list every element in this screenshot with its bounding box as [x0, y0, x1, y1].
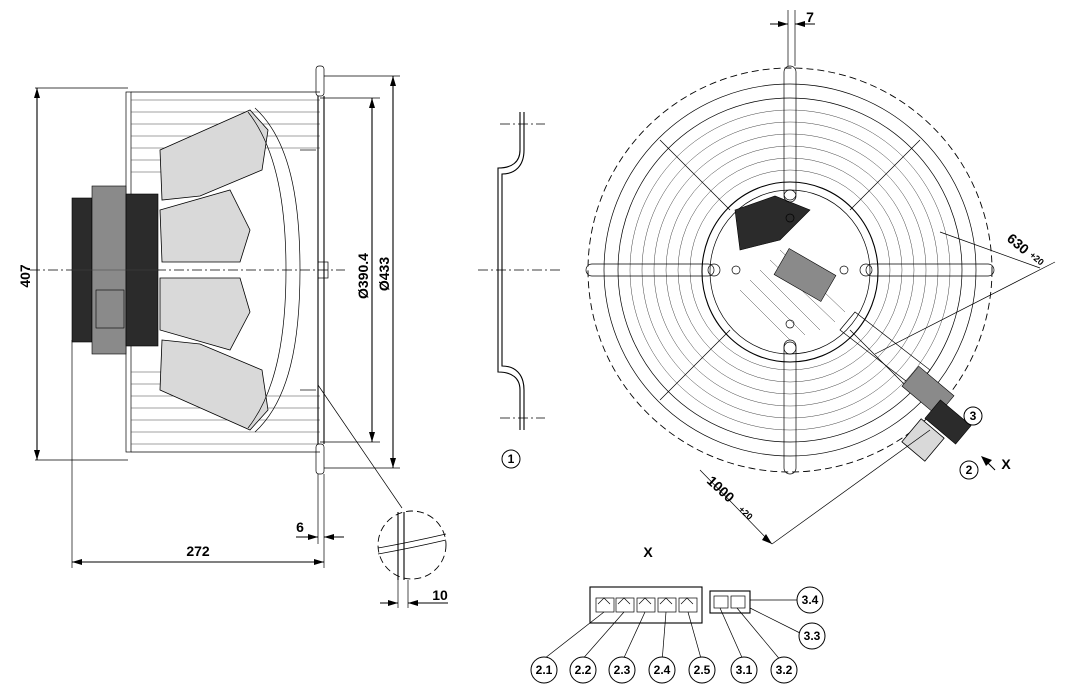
pin-3-2: [770, 656, 798, 684]
pin-3-4: [796, 586, 824, 614]
svg-text:3: 3: [970, 409, 977, 423]
impeller: [159, 107, 316, 433]
dim-cable-630: 630 +20: [874, 230, 1056, 355]
dim-7-label: 7: [806, 9, 814, 25]
dim-10-label: 10: [432, 587, 448, 603]
front-view: 7 630 +20 1000 +20 3 2 X: [585, 9, 1056, 545]
pin-2-5: [688, 656, 716, 684]
detail-view: 10: [377, 510, 448, 608]
dim-390-label: Ø390.4: [355, 253, 371, 299]
svg-text:3.2: 3.2: [776, 663, 793, 677]
svg-text:1: 1: [508, 452, 515, 466]
dim-433-label: Ø433: [376, 257, 392, 291]
dim-407-label: 407: [17, 264, 33, 288]
svg-text:2.5: 2.5: [694, 663, 711, 677]
svg-text:3.3: 3.3: [804, 629, 821, 643]
callout-3: [963, 406, 983, 426]
motor-hub: [701, 181, 879, 363]
svg-text:2: 2: [966, 463, 973, 477]
svg-text:3.1: 3.1: [736, 663, 753, 677]
dim-length-272: 272: [71, 340, 325, 568]
dim-272-label: 272: [186, 543, 210, 559]
mounting-flange: [315, 65, 329, 475]
view-x-title: X: [643, 544, 653, 560]
dim-6-label: 6: [296, 519, 304, 535]
svg-text:2.3: 2.3: [614, 663, 631, 677]
dim-gap-6: 6: [296, 474, 344, 544]
svg-text:2.2: 2.2: [575, 663, 592, 677]
svg-text:2.1: 2.1: [536, 663, 553, 677]
pin-2-3: [608, 656, 636, 684]
pin-3-3: [798, 622, 826, 650]
pin-2-4: [648, 656, 676, 684]
pin-3-1: [730, 656, 758, 684]
dim-diameters: Ø390.4 Ø433: [320, 75, 400, 469]
dim-1000-label: 1000: [704, 472, 738, 505]
dim-cable-1000: 1000 +20: [699, 429, 931, 545]
connector-2pin: [709, 590, 751, 614]
view-x-arrow-label: X: [1001, 456, 1011, 472]
dim-630-label: 630: [1004, 230, 1032, 257]
cable-assembly: [839, 311, 972, 462]
dim-1000-tol: +20: [737, 504, 755, 522]
flange-profile: 1: [478, 112, 560, 469]
pin-2-2: [569, 656, 597, 684]
callout-2: [959, 460, 979, 480]
svg-text:2.4: 2.4: [654, 663, 671, 677]
connector-5pin: [589, 586, 703, 624]
pin-2-1: [530, 656, 558, 684]
connector-view: X 2.1 2.2 2.3 2.4: [530, 544, 826, 684]
svg-text:3.4: 3.4: [802, 593, 819, 607]
callout-1: [501, 449, 521, 469]
dim-flange-7: 7: [770, 9, 815, 66]
dim-height-407: 407: [17, 87, 128, 461]
side-view: 407 Ø390.4 Ø433 272: [17, 65, 448, 608]
motor: [71, 185, 159, 355]
